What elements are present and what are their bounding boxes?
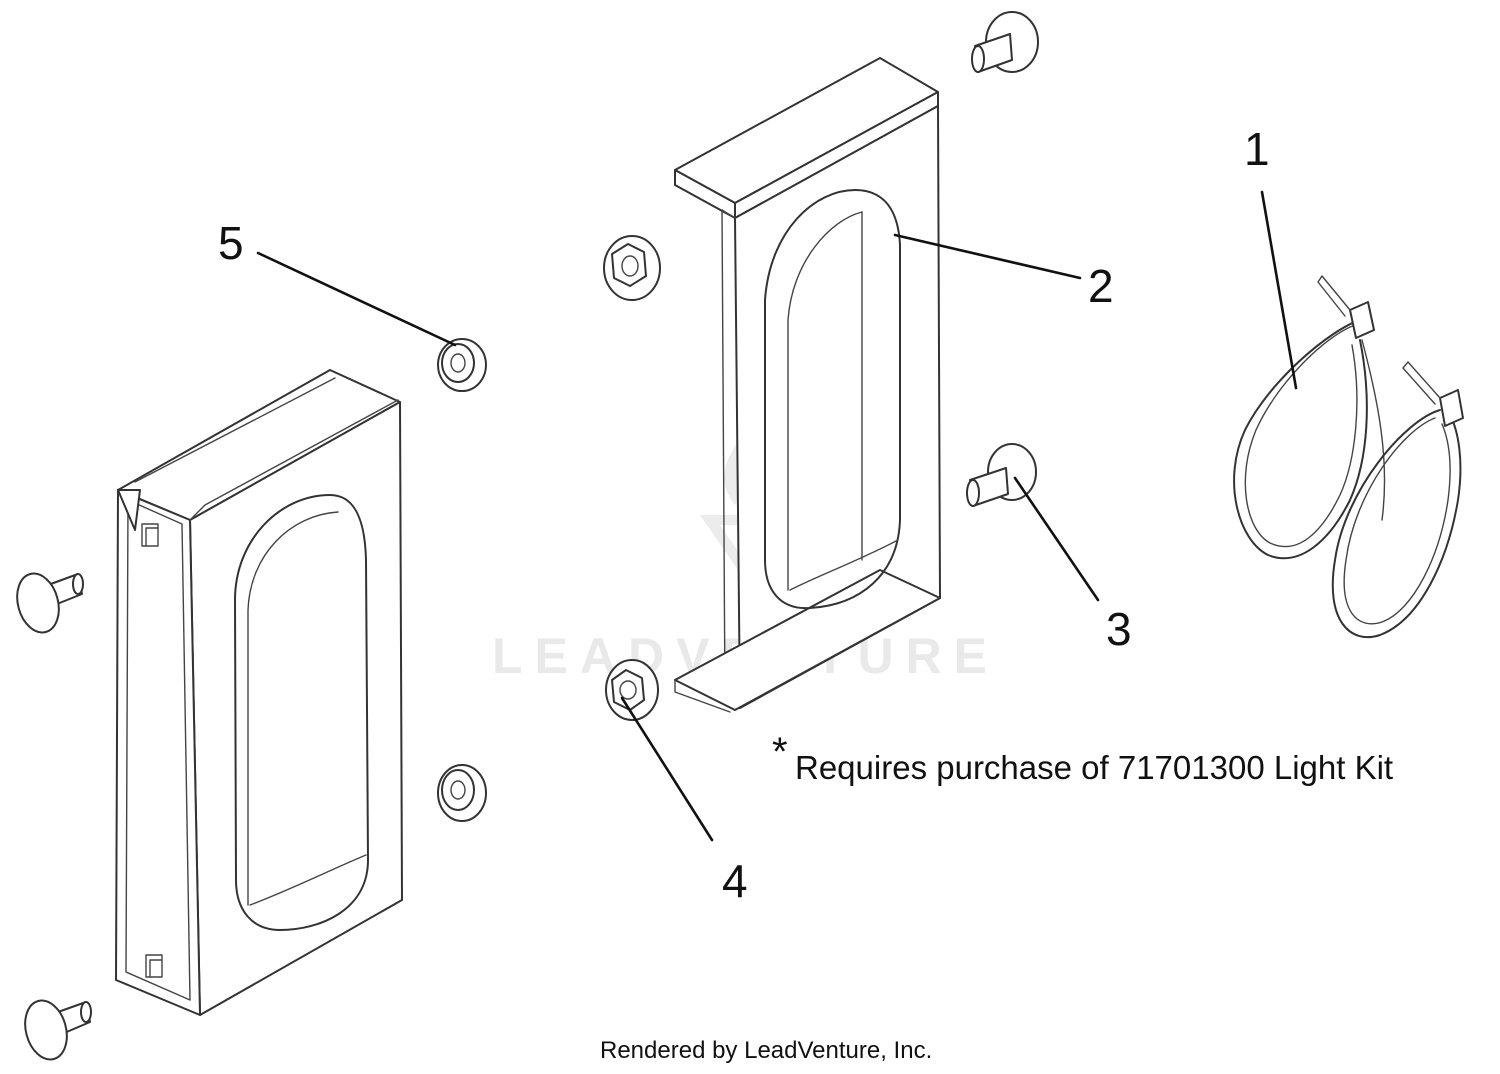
carriage-bolt-icon	[24, 999, 92, 1061]
leader-line-1	[1260, 190, 1298, 390]
callout-3: 3	[1106, 603, 1132, 655]
cable-ties-part-1	[1233, 275, 1464, 639]
callout-1: 1	[1244, 123, 1270, 175]
carriage-bolt-icon	[971, 11, 1039, 73]
leader-line-3	[1013, 476, 1100, 602]
flange-nut-icon	[437, 764, 487, 822]
carriage-bolt-icon	[16, 572, 84, 634]
bracket-part-2	[674, 57, 941, 713]
leader-line-2	[893, 233, 1082, 280]
render-credit: Rendered by LeadVenture, Inc.	[600, 1037, 932, 1064]
callout-4: 4	[722, 855, 748, 907]
flange-nut-icon	[605, 659, 659, 721]
callout-2: 2	[1088, 260, 1114, 312]
note-text: Requires purchase of 71701300 Light Kit	[795, 749, 1393, 786]
leader-line-5	[256, 251, 457, 347]
note-asterisk: *	[772, 730, 788, 774]
carriage-bolt-icon	[966, 443, 1037, 507]
light-housing-part	[115, 369, 403, 1016]
requirement-note: * Requires purchase of 71701300 Light Ki…	[772, 730, 1393, 786]
callouts: 1 2 3 4 5	[218, 123, 1270, 907]
flange-nut-icon	[437, 338, 487, 392]
leader-lines	[256, 190, 1298, 842]
leader-line-4	[620, 696, 714, 842]
callout-5: 5	[218, 217, 244, 269]
flange-nut-icon	[603, 235, 661, 301]
